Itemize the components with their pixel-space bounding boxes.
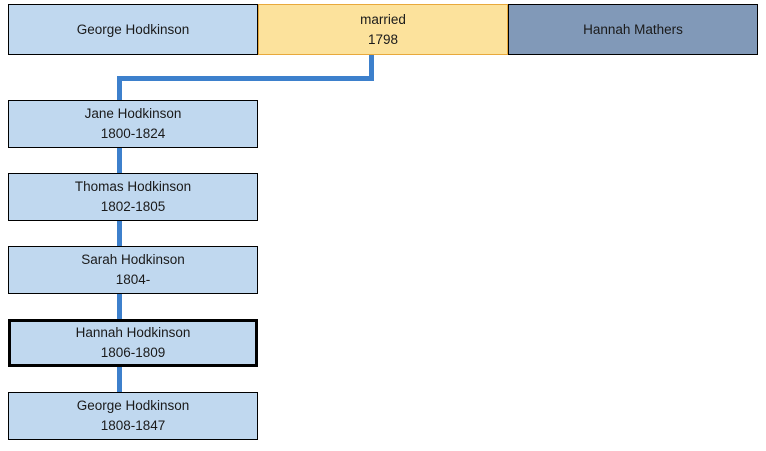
person-name: Hannah Hodkinson — [75, 325, 191, 341]
connector-spine-to-child-1 — [117, 76, 122, 102]
marriage-year: 1798 — [367, 31, 399, 47]
person-node-wife[interactable]: Hannah Mathers — [508, 4, 758, 55]
connector-horizontal-bus — [117, 76, 374, 81]
person-node-child-4-selected[interactable]: Hannah Hodkinson 1806-1809 — [8, 319, 258, 367]
person-dates: 1808-1847 — [100, 418, 166, 433]
person-name: George Hodkinson — [76, 398, 190, 414]
person-node-child-2[interactable]: Thomas Hodkinson 1802-1805 — [8, 173, 258, 221]
person-name: Thomas Hodkinson — [74, 179, 192, 195]
connector-child-4-to-5 — [117, 366, 122, 393]
connector-child-2-to-3 — [117, 220, 122, 247]
connector-marriage-drop — [369, 55, 374, 81]
connector-child-3-to-4 — [117, 293, 122, 320]
person-dates: 1806-1809 — [100, 345, 166, 360]
person-name: Sarah Hodkinson — [81, 252, 185, 268]
person-name: Hannah Mathers — [583, 21, 683, 37]
person-node-husband[interactable]: George Hodkinson — [8, 4, 258, 55]
person-node-child-3[interactable]: Sarah Hodkinson 1804- — [8, 246, 258, 294]
person-dates: 1802-1805 — [100, 199, 166, 214]
person-dates: 1804- — [115, 272, 151, 287]
person-name: Jane Hodkinson — [84, 106, 182, 122]
person-name: George Hodkinson — [76, 21, 190, 37]
marriage-node[interactable]: married 1798 — [258, 4, 508, 55]
person-node-child-1[interactable]: Jane Hodkinson 1800-1824 — [8, 100, 258, 148]
marriage-label: married — [360, 11, 406, 27]
person-dates: 1800-1824 — [100, 126, 166, 141]
person-node-child-5[interactable]: George Hodkinson 1808-1847 — [8, 392, 258, 440]
connector-child-1-to-2 — [117, 147, 122, 174]
